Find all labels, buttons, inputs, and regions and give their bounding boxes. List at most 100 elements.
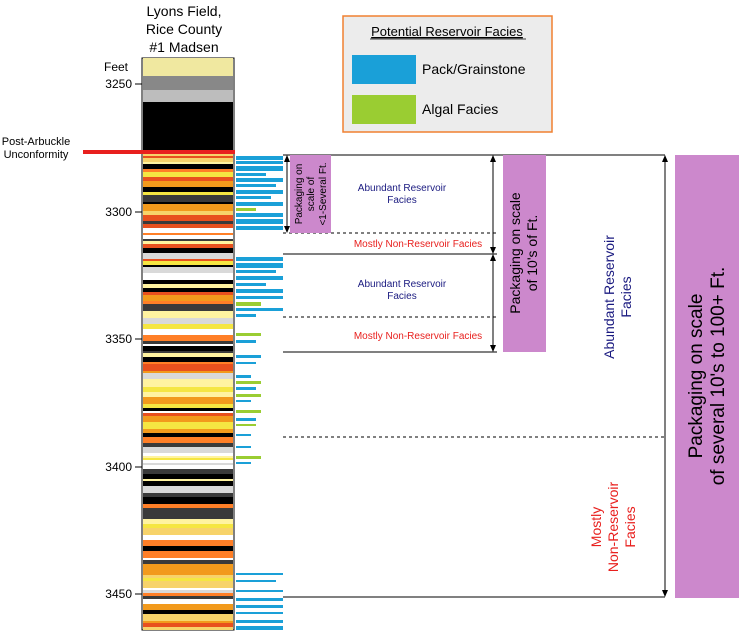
legend: Potential Reservoir Facies Pack/Grainsto…: [342, 15, 553, 133]
lithology-band: [143, 439, 233, 443]
algal-facies-stripe: [236, 333, 261, 336]
pack-grainstone-stripe: [236, 573, 283, 575]
pack-grainstone-stripe: [236, 219, 283, 224]
lithology-band: [143, 458, 233, 460]
lithology-band: [143, 335, 233, 341]
scale1-label-line2: scale of: [306, 177, 317, 212]
pack-grainstone-stripe: [236, 605, 283, 608]
pack-grainstone-stripe: [236, 257, 283, 261]
lithology-bands: [143, 152, 233, 630]
lithology-band: [143, 433, 233, 437]
pack-grainstone-stripe: [236, 226, 283, 230]
lithology-band: [143, 560, 233, 564]
lithology-band: [143, 344, 233, 346]
pack-grainstone-stripe: [236, 418, 256, 421]
lithology-band: [143, 357, 233, 362]
pack-grainstone-stripe: [236, 580, 276, 582]
algal-facies-stripe: [236, 381, 261, 384]
legend-label-algal: Algal Facies: [422, 101, 498, 117]
lithology-band: [143, 288, 233, 292]
algal-facies-stripe: [236, 394, 261, 397]
lithology-band: [143, 460, 233, 463]
lithology-band: [143, 253, 233, 259]
pack-grainstone-stripe: [236, 612, 283, 614]
pack-grainstone-stripe: [236, 166, 283, 171]
depth-tick-label: 3350: [105, 332, 132, 346]
lithology-band: [143, 215, 233, 221]
pack-grainstone-stripe: [236, 375, 251, 378]
lithology-band: [143, 265, 233, 267]
well-title-line1: Lyons Field,: [147, 3, 222, 19]
lithology-band: [143, 424, 233, 429]
well-title-line2: Rice County: [146, 21, 222, 37]
lithology-band: [143, 228, 233, 233]
lithology-band: [143, 604, 233, 610]
scale3-label-line2: of 10's of Ft.: [524, 215, 540, 292]
scale4-label-line2: of several 10's to 100+ Ft.: [708, 267, 729, 486]
legend-title: Potential Reservoir Facies: [371, 24, 523, 39]
pack-grainstone-stripe: [236, 283, 266, 286]
lithology-band: [143, 169, 233, 172]
lithology-band: [143, 596, 233, 599]
scale4-arrow-down: [662, 590, 668, 597]
scale1-label-line1: Packaging on: [294, 164, 305, 225]
pack-grainstone-stripe: [236, 400, 251, 402]
lithology-band: [143, 192, 233, 195]
lithology-band: [143, 311, 233, 318]
pack-grainstone-stripe: [236, 620, 283, 623]
pack-grainstone-stripe: [236, 434, 251, 436]
lithology-band: [143, 379, 233, 384]
lithology-band: [143, 280, 233, 284]
lithology-band: [143, 564, 233, 569]
pack-grainstone-stripe: [236, 184, 276, 187]
pack-grainstone-stripe: [236, 362, 256, 364]
lithology-band: [143, 364, 233, 371]
log-lightgray-layer: [143, 90, 233, 102]
lithology-band: [143, 241, 233, 244]
lithology-band: [143, 535, 233, 540]
lithology-band: [143, 540, 233, 546]
lithology-band: [143, 224, 233, 228]
lithology-band: [143, 332, 233, 335]
scale3-arrow-up2: [490, 254, 496, 261]
scale1-box: [290, 155, 331, 233]
scale1-arrow-down: [284, 226, 290, 233]
pack-grainstone-stripe: [236, 355, 261, 358]
lithology-band: [143, 569, 233, 575]
lithology-band: [143, 397, 233, 404]
scale3-box: [503, 155, 546, 352]
pack-grainstone-stripe: [236, 387, 256, 390]
lithology-band: [143, 437, 233, 439]
scale4-nonreservoir-line1: Mostly: [588, 507, 604, 547]
lithology-band: [143, 508, 233, 514]
scale1-label-line3: <1-Several Ft.: [318, 162, 329, 225]
pack-grainstone-stripe: [236, 156, 283, 160]
scale4-arrow-up: [662, 155, 668, 162]
lithology-band: [143, 593, 233, 596]
lithology-band: [143, 158, 233, 162]
lithology-band: [143, 261, 233, 265]
lithology-band: [143, 187, 233, 192]
scale4-nonreservoir-line2: Non-Reservoir: [605, 482, 621, 573]
pack-grainstone-stripe: [236, 340, 256, 343]
algal-facies-stripe: [236, 456, 261, 459]
lithology-band: [143, 627, 233, 630]
lithology-band: [143, 248, 233, 253]
lithology-band: [143, 195, 233, 202]
legend-label-pack: Pack/Grainstone: [422, 61, 526, 77]
pack-grainstone-stripe: [236, 202, 283, 206]
lithology-band: [143, 384, 233, 387]
pack-grainstone-stripe: [236, 276, 283, 280]
pack-grainstone-stripe: [236, 296, 283, 299]
pack-grainstone-stripe: [236, 289, 283, 293]
lithology-band: [143, 623, 233, 627]
lithology-band: [143, 416, 233, 422]
legend-swatch-algal: [352, 95, 416, 124]
lithology-band: [143, 162, 233, 164]
depth-tick-label: 3250: [105, 77, 132, 91]
lithology-band: [143, 463, 233, 465]
lithology-band: [143, 284, 233, 288]
pack-grainstone-stripe: [236, 270, 276, 273]
lithology-band: [143, 599, 233, 604]
lithology-band: [143, 514, 233, 519]
